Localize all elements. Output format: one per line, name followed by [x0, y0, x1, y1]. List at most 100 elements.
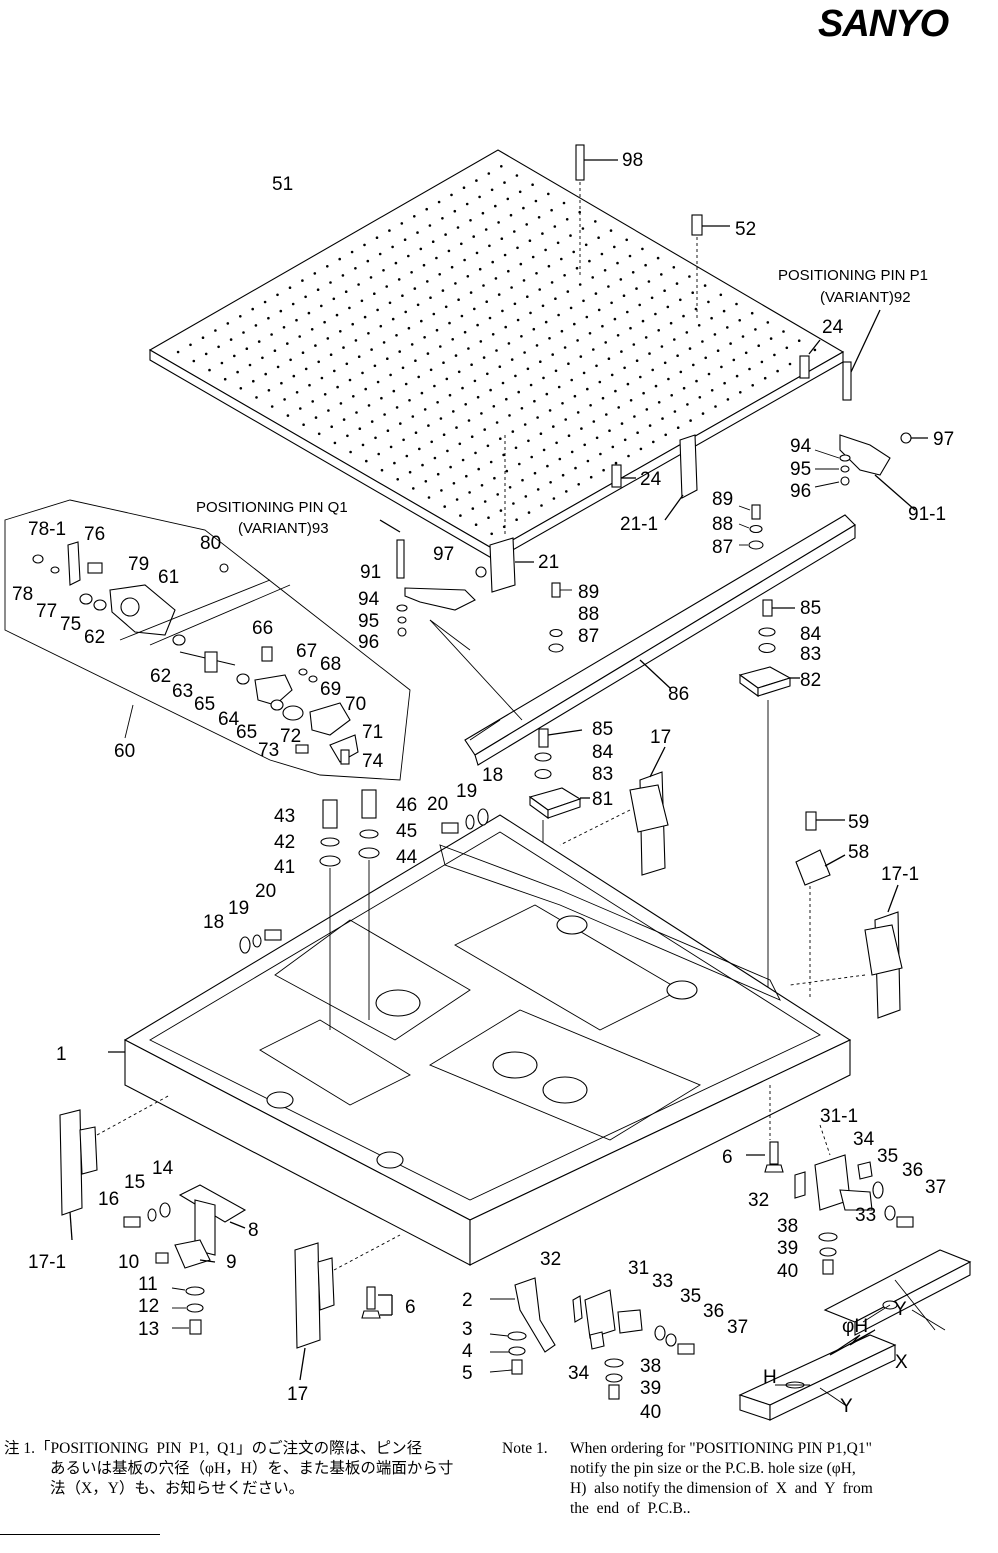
washers-89-88-87-upper: [738, 504, 764, 550]
callout-p79: 79: [128, 554, 149, 575]
plate-hole: [719, 293, 723, 297]
plate-hole: [666, 305, 670, 309]
plate-hole: [729, 342, 732, 345]
plate-hole: [468, 491, 471, 494]
plate-hole: [518, 462, 521, 466]
main-frame-1: [108, 814, 852, 1266]
plate-hole: [304, 295, 307, 299]
plate-hole: [613, 245, 616, 249]
plate-hole: [613, 317, 617, 321]
plate-hole: [361, 443, 365, 447]
pcb-dimension-inset: [738, 1249, 972, 1421]
plate-hole: [550, 208, 553, 212]
plate-hole: [493, 476, 496, 480]
plate-hole: [536, 416, 539, 419]
plate-hole: [226, 322, 230, 325]
plate-hole: [555, 441, 558, 445]
plate-hole: [560, 329, 564, 333]
plate-hole: [541, 232, 544, 235]
plate-hole: [591, 276, 594, 279]
plate-hole: [676, 354, 679, 358]
plate-hole: [301, 351, 305, 355]
plate-hole: [500, 237, 504, 240]
callout-p32b: 32: [540, 1249, 561, 1270]
plate-hole: [611, 445, 615, 449]
plate-hole: [475, 179, 478, 182]
plate-hole: [388, 229, 391, 232]
plate-hole: [361, 371, 364, 375]
plate-hole: [644, 263, 647, 267]
callout-p12: 12: [138, 1296, 159, 1317]
callout-p70: 70: [345, 694, 366, 715]
plate-hole: [373, 292, 376, 296]
plate-hole: [528, 239, 532, 242]
plate-hole: [560, 257, 563, 261]
plate-hole: [326, 337, 330, 340]
bolt-43-stack: [319, 799, 341, 1030]
callout-p87b: 87: [578, 626, 599, 647]
plate-hole: [564, 418, 567, 421]
plate-hole: [307, 311, 311, 315]
plate-hole: [442, 433, 446, 437]
plate-hole: [595, 436, 599, 440]
plate-hole: [654, 312, 657, 316]
plate-hole: [507, 342, 511, 345]
plate-hole: [491, 260, 495, 264]
callout-p76: 76: [84, 524, 105, 545]
callout-p68: 68: [320, 654, 341, 675]
callout-phiH: φH: [842, 1316, 868, 1337]
callout-p59: 59: [848, 812, 869, 833]
plate-hole: [527, 439, 530, 443]
callout-p17b: 17: [287, 1384, 308, 1405]
plate-hole: [642, 391, 645, 395]
plate-hole: [370, 348, 373, 351]
callout-p64: 64: [218, 709, 240, 730]
plate-hole: [682, 386, 686, 390]
plate-hole: [386, 357, 389, 361]
callout-p20b: 20: [255, 881, 276, 902]
plate-hole: [435, 256, 438, 260]
plate-hole: [776, 369, 779, 373]
callout-p81: 81: [592, 789, 613, 810]
plate-hole: [367, 404, 371, 407]
callout-p37b: 37: [727, 1317, 748, 1338]
plate-hole: [566, 290, 570, 293]
plate-hole: [542, 376, 545, 380]
callout-p98: 98: [622, 150, 643, 171]
plate-hole: [497, 293, 501, 296]
plate-hole: [383, 413, 386, 416]
plate-hole: [582, 371, 586, 375]
plate-hole: [537, 216, 541, 219]
plate-hole: [567, 362, 570, 366]
plate-hole: [623, 366, 626, 370]
note-jp-line3: 法（X，Y）も、お知らせください。: [50, 1480, 305, 1497]
callout-p3: 3: [462, 1319, 473, 1340]
plate-hole: [463, 330, 467, 334]
plate-hole: [351, 322, 355, 326]
plate-hole: [455, 426, 458, 429]
callout-p15: 15: [124, 1172, 145, 1193]
plate-hole: [478, 267, 482, 271]
plate-hole: [355, 411, 358, 414]
plate-hole: [452, 410, 455, 413]
callout-p67: 67: [296, 641, 317, 662]
plate-hole: [248, 363, 252, 367]
callout-p91: 91: [360, 562, 381, 583]
plate-hole: [660, 273, 663, 276]
plate-hole: [607, 285, 610, 288]
plate-hole: [530, 455, 533, 459]
callout-p83b: 83: [592, 764, 613, 785]
plate-hole: [511, 430, 515, 433]
plate-hole: [367, 332, 370, 335]
plate-hole: [515, 174, 519, 177]
group-60-assembly: [4, 499, 411, 781]
plate-hole: [520, 335, 523, 338]
plate-hole: [320, 376, 324, 380]
plate-hole: [252, 379, 255, 383]
plate-hole: [750, 311, 754, 315]
plate-hole: [410, 343, 414, 346]
plate-hole: [570, 378, 573, 382]
callout-p19a: 19: [456, 781, 477, 802]
plate-hole: [479, 340, 483, 343]
plate-hole: [395, 334, 398, 337]
